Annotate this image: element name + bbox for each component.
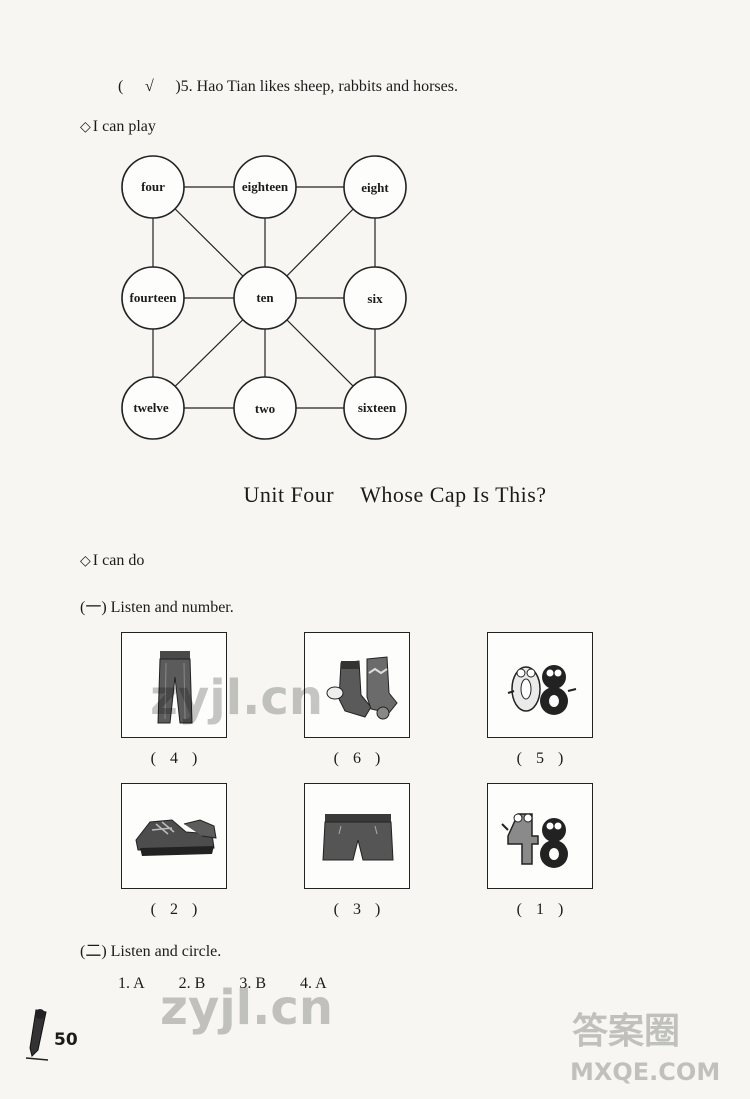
node-circle-four bbox=[121, 155, 185, 219]
diamond-icon: ◇ bbox=[80, 553, 91, 569]
node-circle-sixteen bbox=[343, 376, 407, 440]
circle-answer-2: 2. B bbox=[178, 975, 206, 992]
node-circle-eighteen bbox=[233, 155, 297, 219]
answer-number: 3 bbox=[353, 901, 361, 918]
watermark-answer-circle: 答案圈 bbox=[572, 1011, 681, 1052]
node-circle-twelve bbox=[121, 376, 185, 440]
answer-5: (3) bbox=[333, 901, 381, 918]
answer-number: 6 bbox=[353, 750, 361, 767]
picture-box-trousers bbox=[121, 632, 227, 738]
picture-box-socks bbox=[304, 632, 410, 738]
node-circle-six bbox=[343, 266, 407, 330]
true-false-item: ( √)5. Hao Tian likes sheep, rabbits and … bbox=[118, 78, 458, 96]
close-paren: ) bbox=[175, 78, 181, 95]
exercise-2-heading: (二) Listen and circle. bbox=[80, 943, 222, 960]
node-label-two: two bbox=[255, 401, 275, 416]
picture-box-zero-eight bbox=[487, 632, 593, 738]
number-cartoon-icon bbox=[507, 665, 577, 715]
pencil-icon bbox=[25, 1009, 49, 1061]
open-paren: ( bbox=[118, 78, 124, 95]
answer-6: (1) bbox=[516, 901, 564, 918]
unit-title: Unit Four Whose Cap Is This? bbox=[0, 482, 750, 508]
circle-answer-4: 4. A bbox=[300, 975, 327, 992]
circle-answer-1: 1. A bbox=[118, 975, 145, 992]
answer-2: (6) bbox=[333, 750, 381, 767]
watermark-mxqe: MXQE.COM bbox=[570, 1058, 721, 1086]
picture-box-shorts bbox=[304, 783, 410, 889]
unit-number: Unit Four bbox=[243, 482, 335, 507]
node-label-eight: eight bbox=[361, 180, 389, 195]
section-i-can-play: ◇I can play bbox=[80, 118, 156, 136]
node-circle-eight bbox=[343, 155, 407, 219]
unit-name: Whose Cap Is This? bbox=[360, 482, 547, 507]
node-label-four: four bbox=[141, 179, 165, 194]
answer-1: (4) bbox=[150, 750, 198, 767]
node-circle-ten bbox=[233, 266, 297, 330]
watermark-zyjl-1: zyjl.cn bbox=[150, 670, 323, 726]
diamond-icon: ◇ bbox=[80, 119, 91, 135]
node-label-eighteen: eighteen bbox=[242, 179, 289, 194]
node-label-sixteen: sixteen bbox=[358, 400, 397, 415]
node-label-six: six bbox=[367, 291, 383, 306]
statement-text: 5. Hao Tian likes sheep, rabbits and hor… bbox=[180, 78, 458, 95]
shorts-icon bbox=[322, 814, 394, 861]
answer-number: 4 bbox=[170, 750, 178, 767]
shoes-icon bbox=[135, 819, 217, 856]
section-label: I can play bbox=[92, 118, 156, 135]
answer-check-mark: √ bbox=[144, 78, 154, 95]
number-cartoon-icon bbox=[501, 813, 568, 868]
section-label: I can do bbox=[92, 552, 145, 569]
trousers-icon bbox=[157, 651, 193, 724]
node-label-fourteen: fourteen bbox=[130, 290, 178, 305]
node-label-ten: ten bbox=[256, 290, 274, 305]
answer-number: 2 bbox=[170, 901, 178, 918]
answer-4: (2) bbox=[150, 901, 198, 918]
answer-3: (5) bbox=[516, 750, 564, 767]
picture-box-shoes bbox=[121, 783, 227, 889]
picture-box-four-eight bbox=[487, 783, 593, 889]
section-i-can-do: ◇I can do bbox=[80, 552, 144, 570]
circle-answers: 1. A 2. B 3. B 4. A bbox=[118, 975, 357, 993]
number-grid-game: four eighteen eight fourteen ten six twe… bbox=[121, 155, 407, 440]
answer-number: 5 bbox=[536, 750, 544, 767]
circle-answer-3: 3. B bbox=[239, 975, 267, 992]
socks-icon bbox=[326, 656, 398, 720]
watermark-zyjl-2: zyjl.cn bbox=[160, 980, 333, 1036]
node-circle-two bbox=[233, 376, 297, 440]
page-number: 50 bbox=[54, 1030, 78, 1050]
exercise-1-heading: (一) Listen and number. bbox=[80, 599, 234, 616]
answer-number: 1 bbox=[536, 901, 544, 918]
node-label-twelve: twelve bbox=[133, 400, 169, 415]
node-circle-fourteen bbox=[121, 266, 185, 330]
